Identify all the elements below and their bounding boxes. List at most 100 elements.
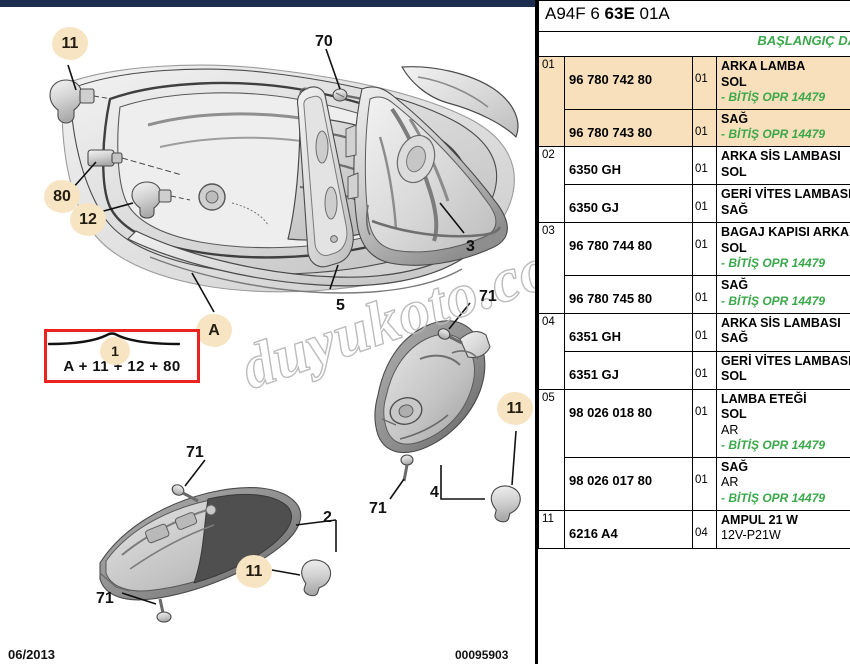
part-label-71-d: 71 [96,590,114,607]
row-index: 03 [542,225,555,238]
description-side: SAĞ [721,278,749,293]
part-reference: 96 780 744 80 [569,238,653,254]
callout-badge-11-a[interactable]: 11 [52,27,88,60]
part-label-4: 4 [430,484,439,501]
description-extra: AR [721,422,739,437]
part-label-71-a: 71 [479,288,497,305]
part-reference-cell[interactable]: 96 780 743 80 [564,108,693,148]
description-cell: SAĞ- BİTİŞ OPR 14479 [715,108,850,148]
top-accent-bar [0,0,535,7]
callout-badge-80[interactable]: 80 [44,180,80,213]
callout-badge-a[interactable]: A [196,314,232,347]
part-reference-cell[interactable]: 96 780 745 80 [564,275,693,314]
catalog-code-bold: 63E [604,4,635,23]
quantity: 01 [695,473,708,486]
quantity: 01 [695,405,708,418]
part-reference: 96 780 742 80 [569,72,653,87]
description-note: - BİTİŞ OPR 14479 [721,293,826,308]
quantity-cell: 01 [692,146,717,186]
part-reference: 98 026 017 80 [569,472,653,488]
quantity: 01 [695,367,708,380]
row-index-cell: 05 [538,388,565,511]
part-label-2: 2 [323,509,332,526]
description-title: ARKA SİS LAMBASI [721,149,841,164]
callout-badge-11-c[interactable]: 11 [236,555,272,588]
description-note: - BİTİŞ OPR 14479 [721,490,826,505]
quantity-cell: 01 [692,184,717,224]
part-reference-cell[interactable]: 6216 A4 [564,509,693,549]
description-note: - BİTİŞ OPR 14479 [721,90,826,104]
part-reference-cell[interactable]: 6351 GJ [564,350,693,390]
part-reference-cell[interactable]: 98 026 017 80 [564,456,693,511]
row-index: 11 [542,512,554,525]
part-label-71-b: 71 [186,444,204,461]
table-header-note-row: BAŞLANGIÇ DAM 1310088 [538,31,850,57]
description-title: LAMBA ETEĞİ [721,391,807,406]
start-note-cell: BAŞLANGIÇ DAM 1310088 [538,31,850,57]
description-side: SAĞ [721,459,749,474]
row-index-cell: 01 [538,55,565,148]
description-note: - BİTİŞ OPR 14479 [721,127,826,142]
footer-date: 06/2013 [8,647,55,662]
quantity-cell: 01 [692,312,717,352]
row-index-cell: 11 [538,509,565,549]
row-index-cell: 03 [538,222,565,314]
row-index-cell: 02 [538,146,565,224]
brace-icon [47,332,181,346]
row-index-cell: 04 [538,312,565,390]
quantity-cell: 01 [692,275,717,314]
quantity-cell: 01 [692,222,717,277]
part-reference-cell[interactable]: 96 780 742 80 [564,56,693,110]
quantity: 01 [695,73,708,85]
description-side: SOL [721,240,747,255]
row-index: 01 [542,59,555,71]
part-reference-cell[interactable]: 6350 GH [564,146,693,186]
description: SAĞ- BİTİŞ OPR 14479 [717,110,850,146]
description-side: SOL [721,74,747,89]
description-title: ARKA SİS LAMBASI [721,315,841,330]
callout-badge-1[interactable]: 1 [100,337,130,365]
part-reference-cell[interactable]: 98 026 018 80 [564,388,693,458]
part-reference-cell[interactable]: 6351 GH [564,312,693,352]
quantity: 01 [695,239,708,252]
description-note: - BİTİŞ OPR 14479 [721,256,826,271]
part-label-71-c: 71 [369,500,387,517]
description-side: SOL [721,164,747,179]
part-reference: 6350 GH [569,162,622,178]
part-reference-cell[interactable]: 96 780 744 80 [564,222,693,277]
part-reference: 96 780 743 80 [569,124,653,140]
table-header-code-row: A94F 6 63E 01A [538,0,850,32]
part-reference-cell[interactable]: 6350 GJ [564,184,693,224]
callout-badge-12[interactable]: 12 [70,203,106,236]
assembly-formula-text: A + 11 + 12 + 80 [63,358,181,375]
quantity-cell: 04 [692,509,717,549]
diagram-artwork [49,48,521,623]
description-side: SOL [721,369,747,383]
callout-badge-11-b[interactable]: 11 [497,392,533,425]
